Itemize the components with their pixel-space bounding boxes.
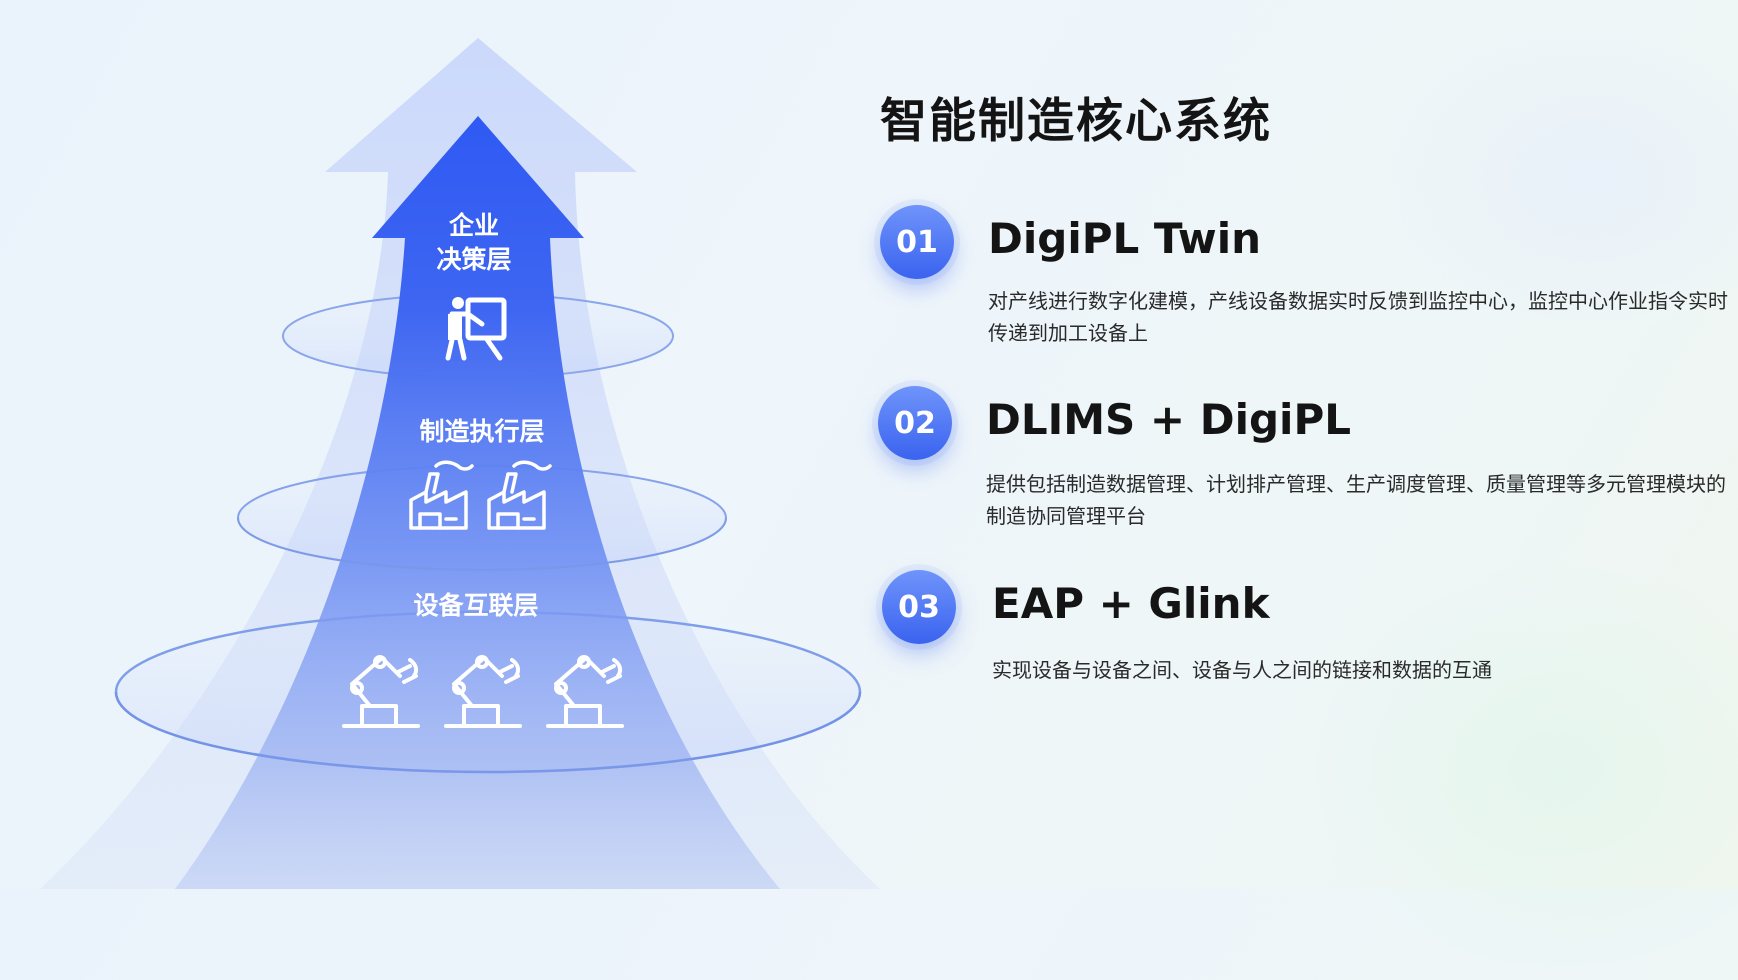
ring-middle-front (237, 517, 727, 571)
background-glow (1380, 20, 1738, 340)
item-description: 对产线进行数字化建模，产线设备数据实时反馈到监控中心，监控中心作业指令实时传递到… (988, 289, 1728, 345)
layer-2-label: 制造执行层 (419, 417, 544, 446)
number-badge: 01 (880, 205, 954, 279)
page-title: 智能制造核心系统 (880, 94, 1272, 149)
layer-3-label: 设备互联层 (413, 591, 538, 620)
presentation-board-icon (445, 297, 507, 361)
background-glow (1300, 560, 1738, 980)
ring-bottom-front (114, 691, 862, 774)
factory-icon (487, 460, 552, 530)
item-title: DLIMS + DigiPL (986, 395, 1351, 444)
robot-arm-icon (546, 655, 624, 728)
robot-arm-icon (342, 655, 420, 728)
factory-icon (409, 460, 474, 530)
layer-1-label-line-2: 决策层 (436, 245, 511, 274)
layer-1-label-line-1: 企业 (449, 211, 499, 240)
item-description: 实现设备与设备之间、设备与人之间的链接和数据的互通 (992, 658, 1492, 682)
item-title: EAP + Glink (992, 579, 1270, 628)
layer-arrow-diagram: 企业 决策层 制造执行层 设备互联层 (40, 38, 880, 889)
number-badge: 02 (878, 386, 952, 460)
item-description: 提供包括制造数据管理、计划排产管理、生产调度管理、质量管理等多元管理模块的制造协… (986, 472, 1726, 528)
inner-arrow (175, 116, 780, 889)
number-badge: 03 (882, 570, 956, 644)
robot-arm-icon (444, 655, 522, 728)
item-title: DigiPL Twin (988, 214, 1262, 263)
